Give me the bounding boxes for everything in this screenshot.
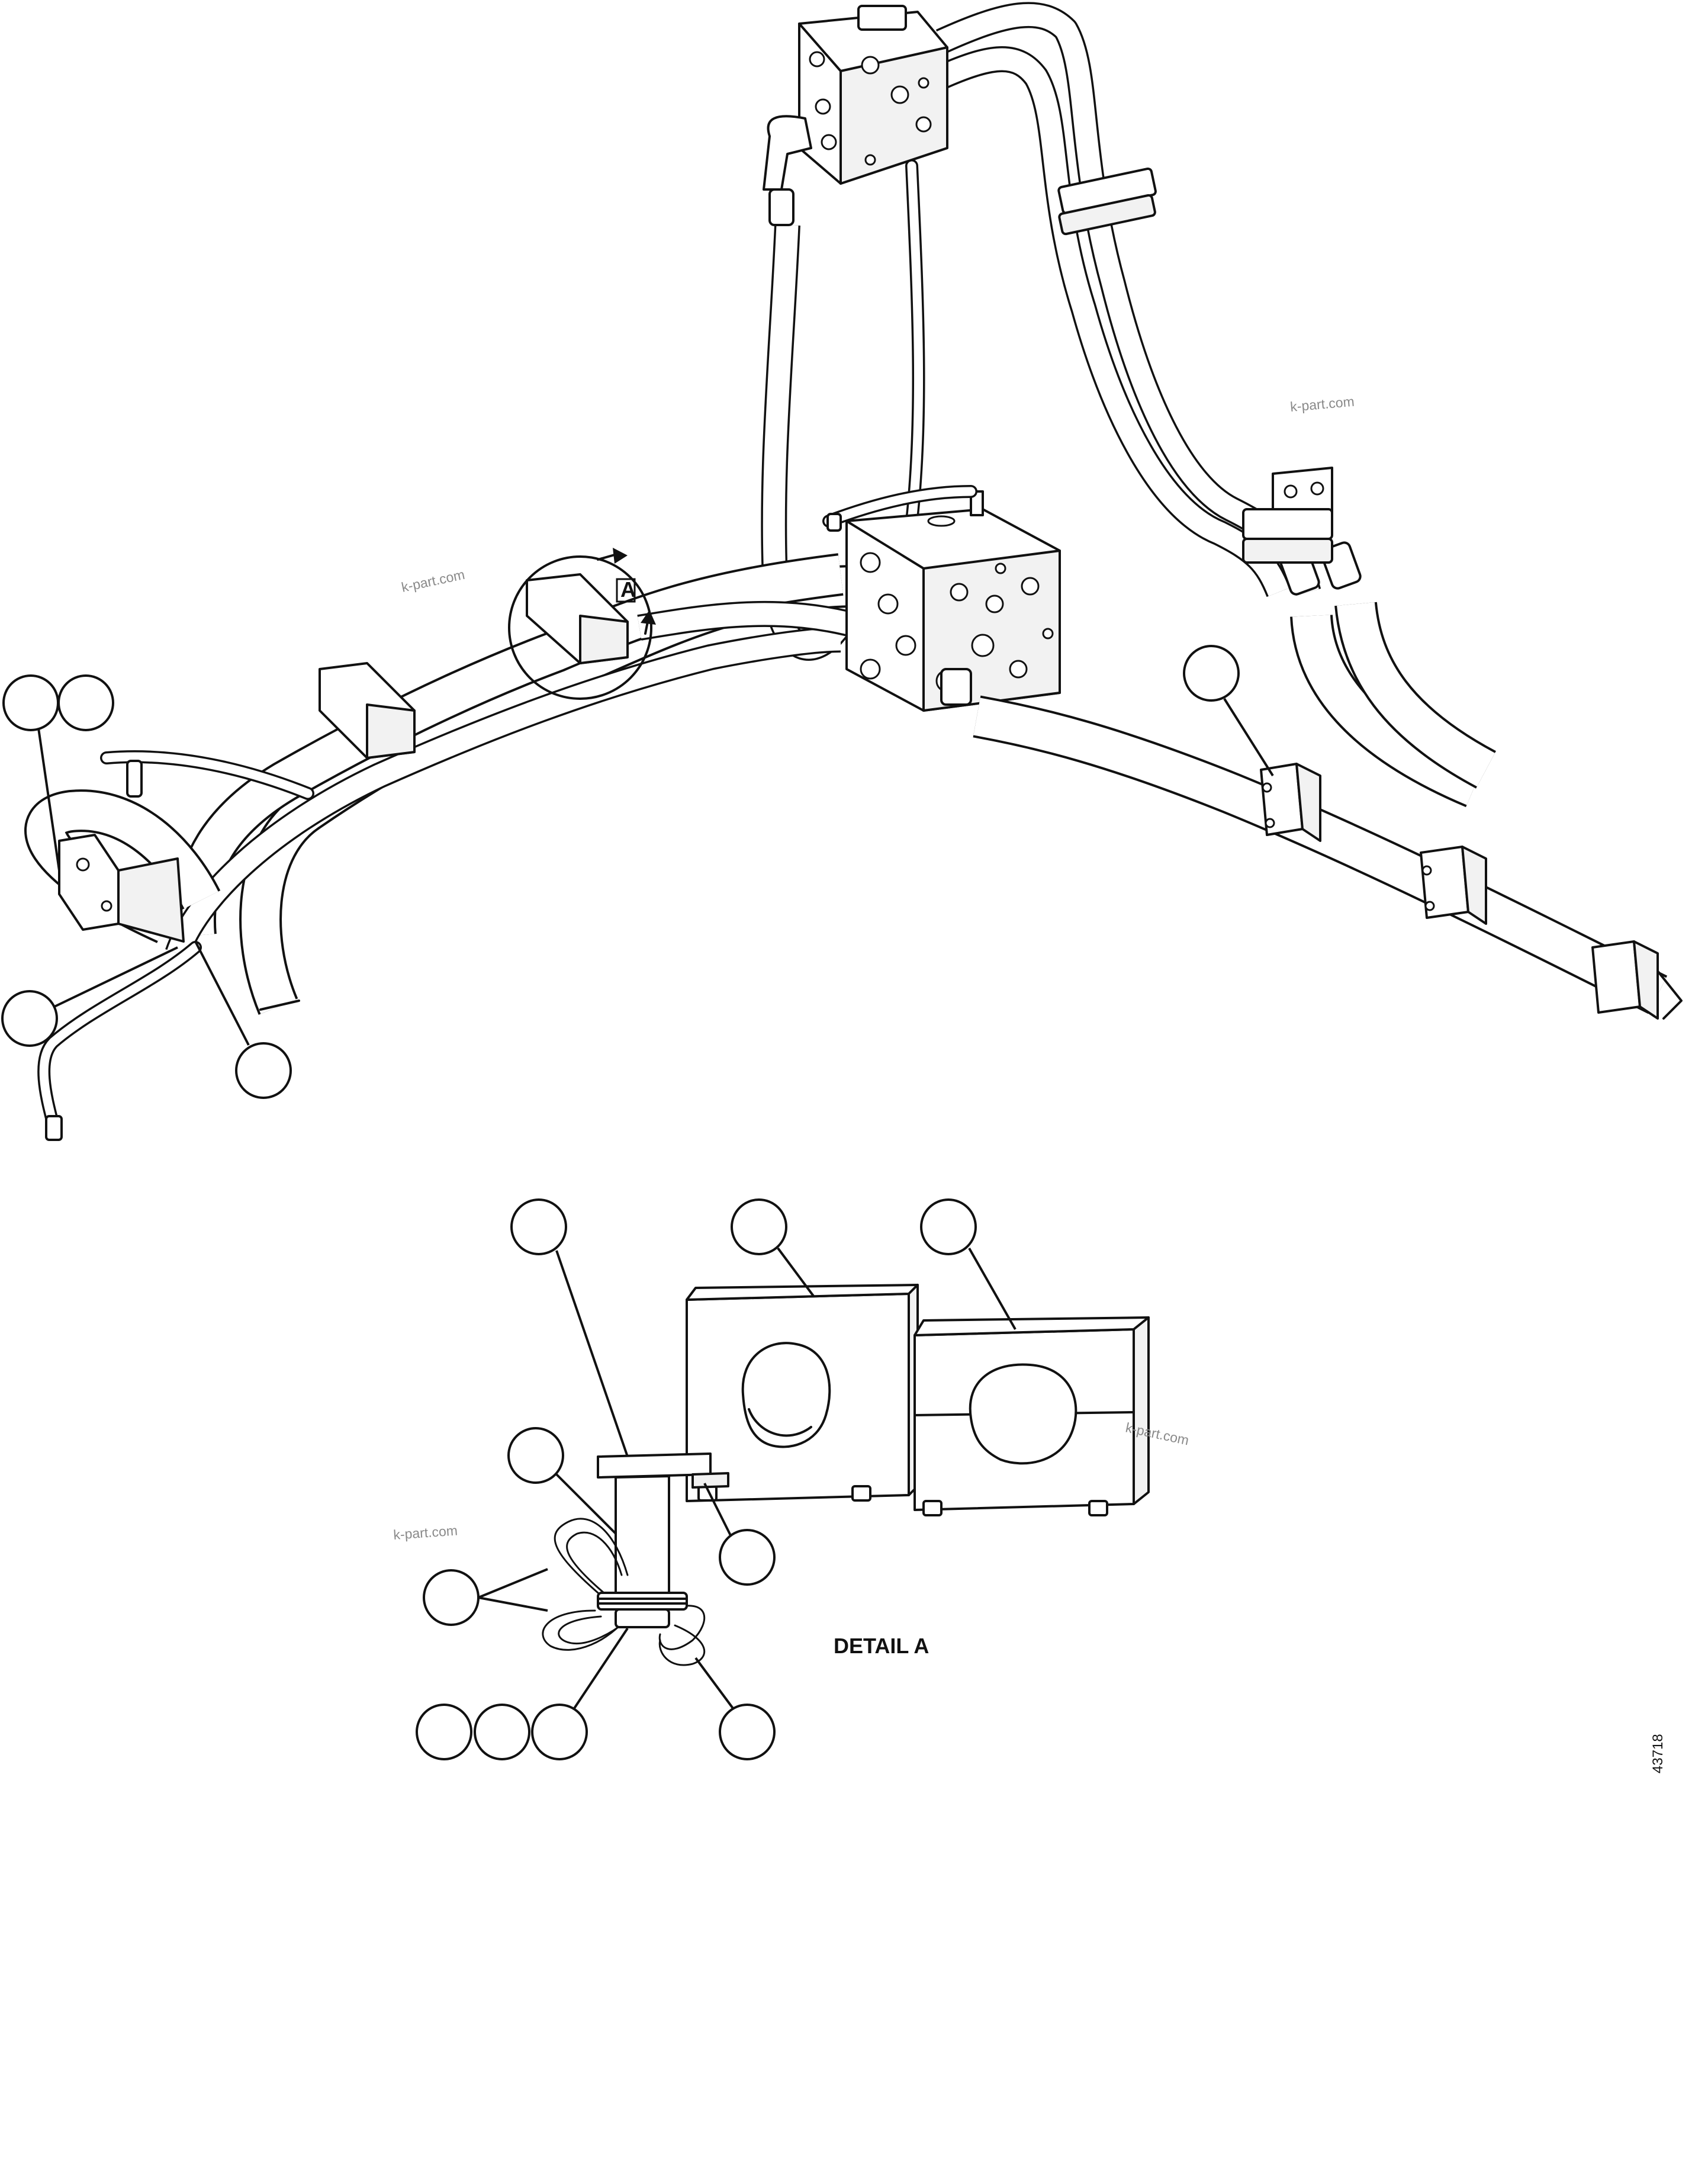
callout-upper-left-1 (2, 674, 59, 731)
upper-valve-block (763, 5, 948, 226)
manifold-block (822, 485, 1061, 712)
watermark-middle-left: k-part.com (400, 567, 467, 595)
watermark-detail-left: k-part.com (393, 1522, 458, 1542)
detail-a-view: DETAIL A 43718 k-part.com k-part.com (393, 1198, 1666, 1773)
right-main-hose (973, 695, 1683, 1020)
callout-detail-bolt (507, 1427, 564, 1484)
callout-detail-top-2 (731, 1198, 787, 1255)
callout-detail-bottom-1 (416, 1704, 472, 1760)
callout-right-clamp (1183, 645, 1240, 702)
watermark-top-right: k-part.com (1289, 394, 1355, 414)
callout-detail-clip (423, 1569, 480, 1626)
callout-left-bottom (235, 1042, 292, 1099)
callout-detail-plate (719, 1529, 776, 1586)
upper-right-hoses (935, 2, 1496, 808)
trunk-hoses (24, 553, 869, 1141)
main-assembly-view: A (1, 2, 1683, 1141)
callout-detail-bottom-2 (474, 1704, 530, 1760)
callout-left-lower (1, 990, 58, 1047)
callout-detail-bottom-3 (531, 1704, 588, 1760)
view-label: A (620, 577, 636, 602)
detail-title: DETAIL A (834, 1634, 929, 1658)
callout-detail-top-1 (510, 1198, 567, 1255)
figure-number: 43718 (1650, 1734, 1666, 1773)
detail-a-indicator: A (508, 548, 656, 700)
callout-detail-bottom-4 (719, 1704, 776, 1760)
trunk-clamps (58, 573, 629, 943)
callout-upper-left-2 (57, 674, 114, 731)
callout-detail-top-3 (920, 1198, 977, 1255)
